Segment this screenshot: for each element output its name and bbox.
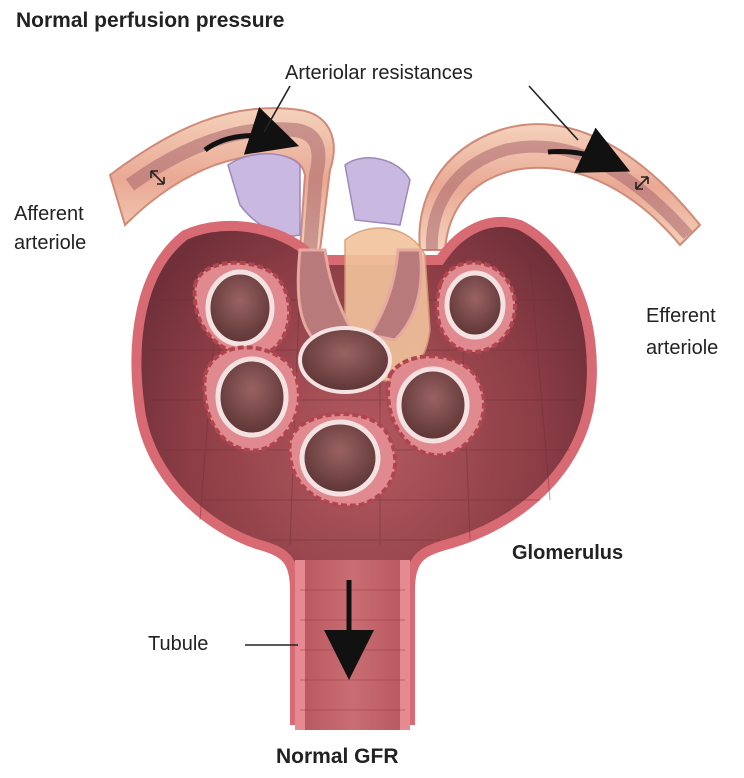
afferent-label-line2: arteriole [14, 229, 86, 258]
gfr-label: Normal GFR [276, 744, 399, 770]
efferent-arteriole-label: Efferent arteriole [646, 300, 718, 364]
arteriolar-resistances-label: Arteriolar resistances [285, 60, 473, 86]
afferent-arteriole-label: Afferent arteriole [14, 200, 86, 258]
efferent-label-line2: arteriole [646, 332, 718, 364]
afferent-label-line1: Afferent [14, 200, 86, 229]
diagram-title: Normal perfusion pressure [16, 8, 284, 34]
efferent-label-line1: Efferent [646, 300, 718, 332]
capillary-loop [437, 263, 515, 353]
tubule [300, 560, 405, 730]
central-capillary [300, 328, 390, 392]
tubule-label: Tubule [148, 631, 208, 657]
glomerulus-label: Glomerulus [512, 540, 623, 566]
